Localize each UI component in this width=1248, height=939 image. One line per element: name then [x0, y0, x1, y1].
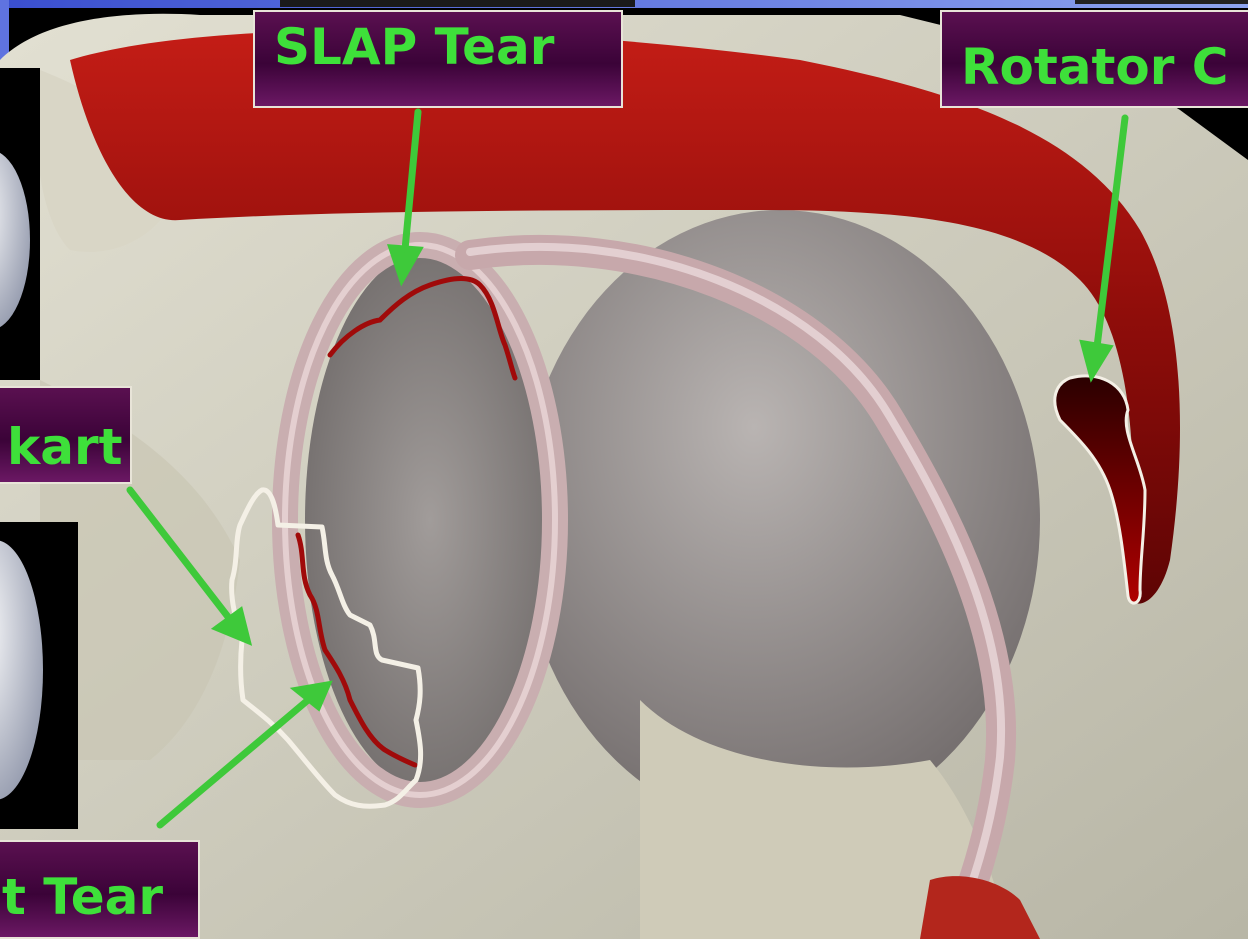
top-thumbnail-box	[280, 0, 635, 7]
bankart-label-top: kart	[0, 386, 132, 484]
top-right-thumbnail-box	[1075, 0, 1248, 4]
bankart-label-bottom: t Tear	[0, 840, 200, 939]
rotator-cuff-label: Rotator C	[940, 10, 1248, 108]
slap-tear-label: SLAP Tear	[253, 10, 623, 108]
